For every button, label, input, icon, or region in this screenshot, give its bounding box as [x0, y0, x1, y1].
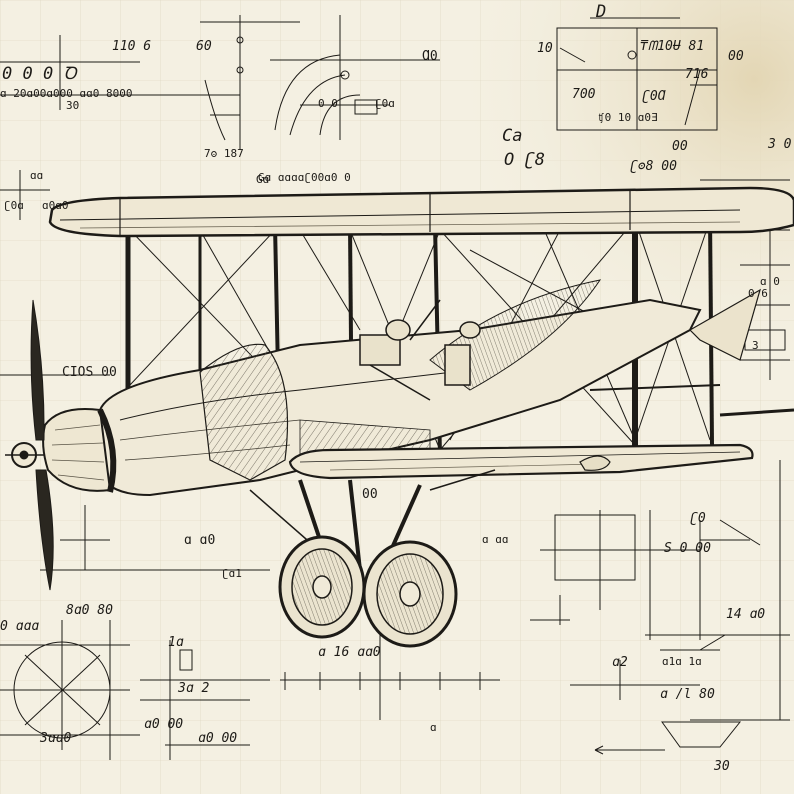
label-gear-1: ɑ ɑ0: [184, 533, 216, 548]
label-left-0000: ɑ0ɑ0: [42, 199, 69, 212]
label-bottom-right-5: ɑ2: [612, 655, 628, 670]
upper-wing: [48, 186, 794, 238]
annotation-lines: [0, 15, 790, 760]
label-box-right-00: 00: [672, 139, 688, 154]
label-left-mid: ɑ: [430, 721, 437, 734]
label-right-dim: ʗʘ8 00: [630, 159, 677, 174]
engine-cowling: [42, 408, 117, 493]
lower-wing: [288, 443, 754, 480]
label-left-hud: CIOS 00: [62, 365, 117, 380]
label-bottom-right-7: 30: [714, 759, 730, 774]
label-bottom-center-3: 3ɑ 2: [178, 681, 210, 696]
left-wheel: [278, 535, 366, 639]
label-fm: ʗɑ1: [222, 567, 242, 580]
label-top-left-30: 30: [66, 99, 80, 112]
label-ca: Ca: [502, 126, 523, 146]
label-bottom-center-4: ɑ0 00: [198, 731, 238, 746]
cockpit: [359, 299, 481, 401]
label-bottom-right-1: ʗ0: [690, 511, 706, 526]
label-bottom-left-1: 8ɑ0 80: [66, 603, 113, 618]
label-o: O ʗ8: [504, 150, 545, 170]
label-top-center-3: ʗ0ɑ: [375, 97, 395, 110]
label-left-side-1: ɑɑ: [30, 169, 44, 182]
right-wheel: [362, 540, 458, 648]
label-top-left-1: 110 6: [112, 39, 152, 54]
label-left-side-2: ʗ0ɑ: [4, 199, 24, 212]
label-bottom-right-2: S 0 00: [664, 541, 711, 556]
label-bottom-right-6: ɑ1ɑ 1ɑ: [662, 655, 702, 668]
label-gear-2: ɑ ɑɑ: [482, 533, 509, 546]
fuselage: [99, 279, 794, 497]
label-box-10: 10: [537, 41, 553, 56]
label-far-right-30: 3 0: [768, 137, 792, 152]
label-box-700: 700: [572, 87, 596, 102]
label-box-top: ₸ᗰ10Ʉ 81: [640, 39, 705, 54]
label-top-left-row: ɑ 20ɑ00ɑ000 ɑɑ0 8000: [0, 87, 133, 100]
label-bottom-left-2: 0 ɑɑɑ: [0, 619, 40, 634]
biplane: [5, 186, 794, 648]
label-box-00: 00: [728, 49, 744, 64]
label-bottom-left-4: ɑ0 00: [144, 717, 184, 732]
label-box-060: ʗ0Ɑ: [642, 89, 666, 104]
label-top-left-3: 0 0 0 Ꝺ: [2, 64, 77, 84]
label-bottom-center-2: ɑ 16 ɑɑ0: [318, 645, 381, 660]
label-ca-row: Gɑ ɑɑɑɑʗ00ɑ0 0: [258, 171, 351, 184]
label-bottom-right-4: ɑ /l 80: [660, 687, 715, 702]
label-top-center-2: 0 0: [318, 97, 338, 110]
label-bottom-center-1: 1ɑ: [168, 635, 184, 650]
label-top-center-1: Ɑ0: [422, 49, 438, 64]
label-bottom-left-3: 3ɑɑ0: [40, 731, 72, 746]
label-dims-187: 7ʘ 187: [204, 147, 244, 160]
label-top-left-2: 60: [196, 39, 212, 54]
label-wheel-00: 00: [362, 487, 378, 502]
label-box-bottom: ʧ0 10 ɑ0Ǝ: [598, 111, 658, 124]
label-far-right-0: ɑ 0: [760, 275, 780, 288]
label-gb: Gɑ: [256, 173, 270, 186]
label-box-716: 716: [685, 67, 709, 82]
label-right-3: 3: [752, 339, 759, 352]
propeller: [5, 299, 54, 591]
label-right-0b: 0 6: [748, 287, 768, 300]
label-bottom-right-3: 14 ɑ0: [726, 607, 766, 622]
label-top-d: D: [596, 2, 607, 22]
